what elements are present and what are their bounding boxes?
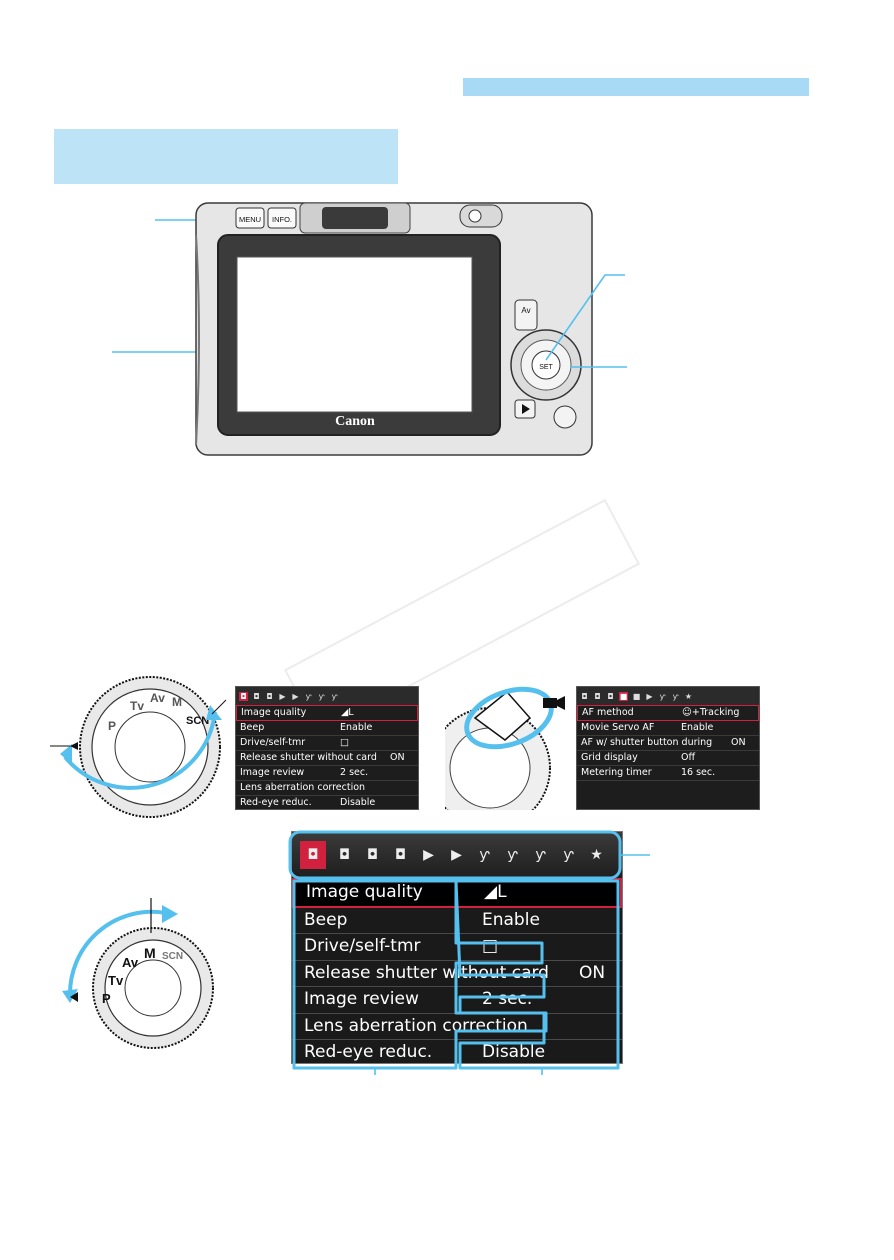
camera-menu-large: ◘ ◘ ◘ ◘ ▶ ▶ ƴ ƴ ƴ ƴ ★ Image quality◢L Be… (291, 831, 623, 1064)
menu-button-label: MENU (239, 215, 261, 224)
set-button-label: SET (539, 364, 553, 371)
av-button-label: Av (521, 306, 530, 315)
camera-menu-small-2: ◘ ◘ ◘ ■ ■ ▶ ƴ ƴ ★ AF method☺+Tracking Mo… (576, 686, 760, 810)
menu-tabs: ◘ ◘ ◘ ■ ■ ▶ ƴ ƴ ★ (577, 687, 759, 705)
shooting-tab-1-icon[interactable]: ◘ (239, 691, 248, 701)
shooting-tab-2-icon[interactable]: ◘ (338, 846, 351, 863)
dial1-label-tv: Tv (130, 699, 144, 713)
shooting-tab-1-icon[interactable]: ◘ (581, 691, 588, 701)
dial1-label-p: P (108, 719, 116, 733)
menu-tabs: ◘ ◘ ◘ ▶ ▶ ƴ ƴ ƴ (236, 687, 418, 705)
playback-tab-icon[interactable]: ▶ (646, 691, 653, 701)
setup-tab-2-icon[interactable]: ƴ (672, 691, 679, 701)
shooting-tab-1-icon[interactable]: ◘ (300, 841, 326, 869)
playback-tab-2-icon[interactable]: ▶ (292, 691, 299, 701)
shooting-tab-4-icon[interactable]: ◘ (394, 846, 407, 863)
info-button-label: INFO. (272, 215, 292, 224)
shooting-tab-3-icon[interactable]: ◘ (366, 846, 379, 863)
brand-logo: Canon (335, 414, 375, 429)
setup-tab-2-icon[interactable]: ƴ (318, 691, 325, 701)
dial2-label-p: P (102, 991, 111, 1006)
menu-highlight-overlay (288, 830, 650, 1075)
menu-tabs: ◘ ◘ ◘ ◘ ▶ ▶ ƴ ƴ ƴ ƴ ★ (292, 832, 622, 878)
shooting-tab-3-icon[interactable]: ◘ (607, 691, 614, 701)
shooting-tab-2-icon[interactable]: ◘ (253, 691, 260, 701)
camera-back-illustration: Canon MENU INFO. Av SET (112, 202, 627, 456)
setup-tab-3-icon[interactable]: ƴ (331, 691, 338, 701)
section-title-band (54, 129, 398, 184)
movie-tab-2-icon[interactable]: ■ (632, 691, 641, 701)
dial2-label-av: Av (122, 955, 139, 970)
menu-row[interactable]: Image quality◢L (236, 705, 418, 721)
shooting-tab-3-icon[interactable]: ◘ (266, 691, 273, 701)
setup-tab-2-icon[interactable]: ƴ (507, 846, 518, 863)
dial1-label-scn: SCN (186, 715, 209, 727)
playback-tab-icon[interactable]: ▶ (279, 691, 286, 701)
dial2-label-m: M (144, 945, 156, 961)
menu-row[interactable]: Drive/self-tmr□ (236, 736, 418, 751)
setup-tab-1-icon[interactable]: ƴ (659, 691, 666, 701)
setup-tab-1-icon[interactable]: ƴ (479, 846, 490, 863)
playback-tab-1-icon[interactable]: ▶ (423, 846, 434, 863)
setup-tab-3-icon[interactable]: ƴ (535, 846, 546, 863)
movie-mode-dial-closeup (445, 686, 565, 810)
movie-tab-icon[interactable]: ■ (619, 691, 628, 701)
menu-row[interactable]: AF method☺+Tracking (577, 705, 759, 721)
menu-row[interactable]: Lens aberration correction (236, 781, 418, 796)
shooting-tab-2-icon[interactable]: ◘ (594, 691, 601, 701)
dial2-label-tv: Tv (108, 973, 124, 988)
dial1-label-m: M (172, 695, 182, 709)
my-menu-tab-icon[interactable]: ★ (684, 691, 693, 701)
mode-dial-1: Tv Av M SCN P (50, 676, 227, 818)
menu-row[interactable]: Red-eye reduc.Disable (292, 1040, 622, 1063)
my-menu-tab-icon[interactable]: ★ (590, 846, 603, 863)
menu-row[interactable]: Red-eye reduc.Disable (236, 796, 418, 809)
setup-tab-1-icon[interactable]: ƴ (305, 691, 312, 701)
dial2-label-scn: SCN (162, 951, 183, 962)
setup-tab-4-icon[interactable]: ƴ (563, 846, 574, 863)
playback-tab-2-icon[interactable]: ▶ (451, 846, 462, 863)
header-band (463, 78, 809, 96)
menu-row[interactable]: Drive/self-tmr□ (292, 934, 622, 961)
mode-dial-2: M Av Tv P SCN (62, 898, 214, 1049)
dial1-label-av: Av (150, 691, 165, 705)
